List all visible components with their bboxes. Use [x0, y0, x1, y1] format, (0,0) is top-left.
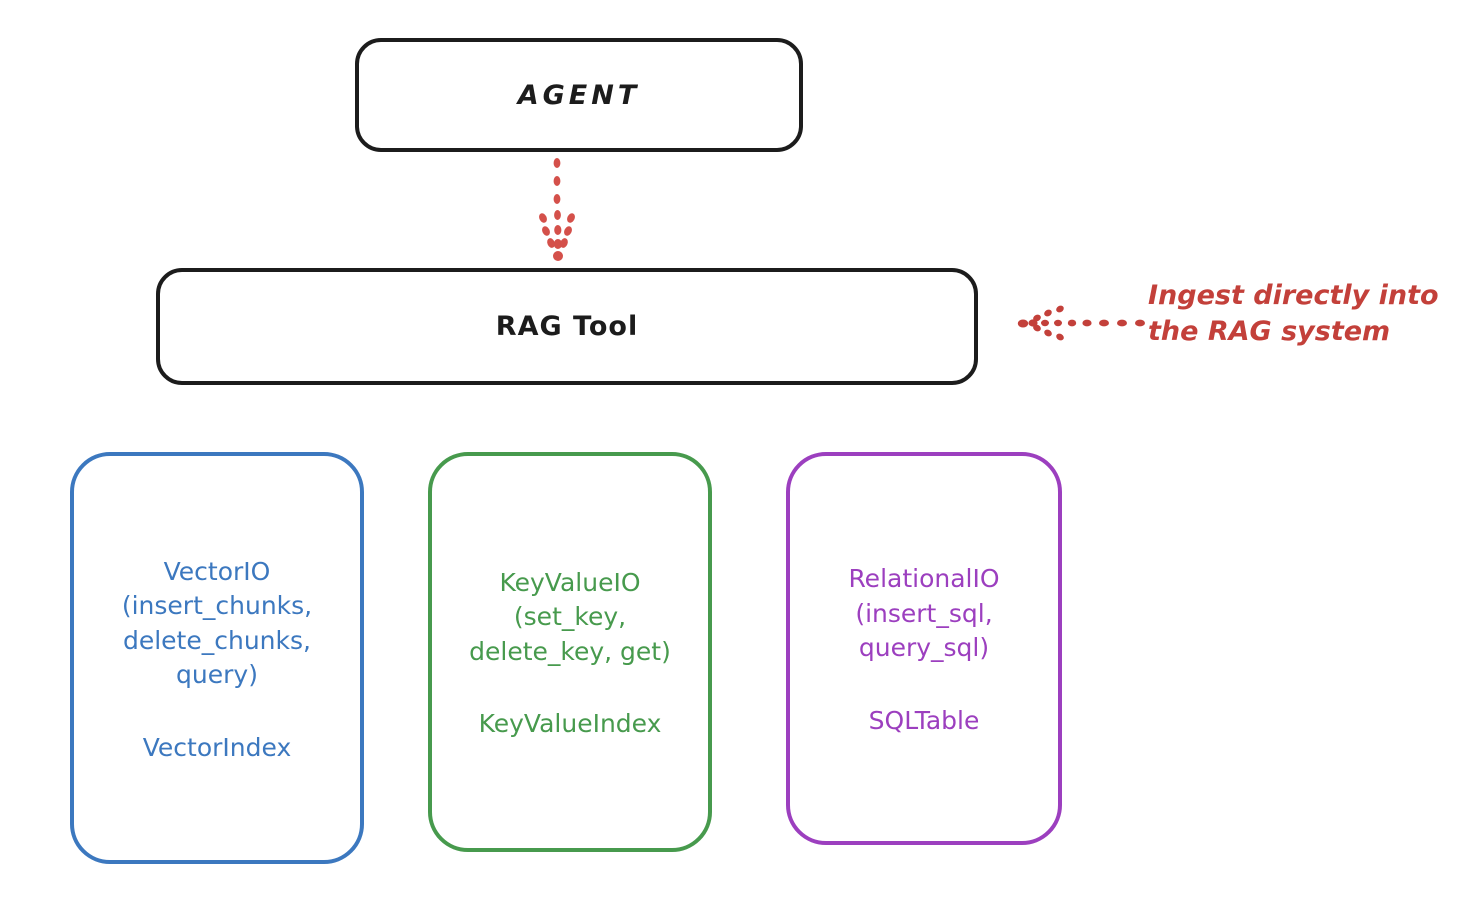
- agent-node[interactable]: AGENT: [355, 38, 803, 152]
- key-value-io-content: KeyValueIO (set_key, delete_key, get) Ke…: [440, 566, 700, 739]
- relational-io-api-label: RelationalIO (insert_sql, query_sql): [848, 564, 1000, 663]
- agent-to-rag-arrow: [498, 152, 618, 272]
- key-value-io-index-label: KeyValueIndex: [478, 709, 662, 739]
- relational-io-content: RelationalIO (insert_sql, query_sql) SQL…: [798, 562, 1050, 735]
- ingest-to-rag-arrow-icon: [1017, 305, 1145, 341]
- vector-io-index-label: VectorIndex: [142, 732, 292, 762]
- vector-io-api-label: VectorIO (insert_chunks, delete_chunks, …: [121, 556, 313, 690]
- key-value-io-node[interactable]: KeyValueIO (set_key, delete_key, get) Ke…: [428, 452, 712, 852]
- ingest-annotation-text: Ingest directly into the RAG system: [1148, 280, 1439, 347]
- vector-io-content: VectorIO (insert_chunks, delete_chunks, …: [82, 555, 352, 762]
- rag-tool-node-label: RAG Tool: [495, 311, 639, 342]
- ingest-to-rag-arrow: [1016, 296, 1146, 348]
- relational-io-node[interactable]: RelationalIO (insert_sql, query_sql) SQL…: [786, 452, 1062, 845]
- vector-io-node[interactable]: VectorIO (insert_chunks, delete_chunks, …: [70, 452, 364, 864]
- key-value-io-api-label: KeyValueIO (set_key, delete_key, get): [469, 567, 671, 666]
- agent-to-rag-arrow-icon: [539, 158, 575, 261]
- rag-tool-node[interactable]: RAG Tool: [156, 268, 978, 385]
- relational-io-index-label: SQLTable: [868, 705, 980, 735]
- agent-node-label: AGENT: [517, 79, 641, 111]
